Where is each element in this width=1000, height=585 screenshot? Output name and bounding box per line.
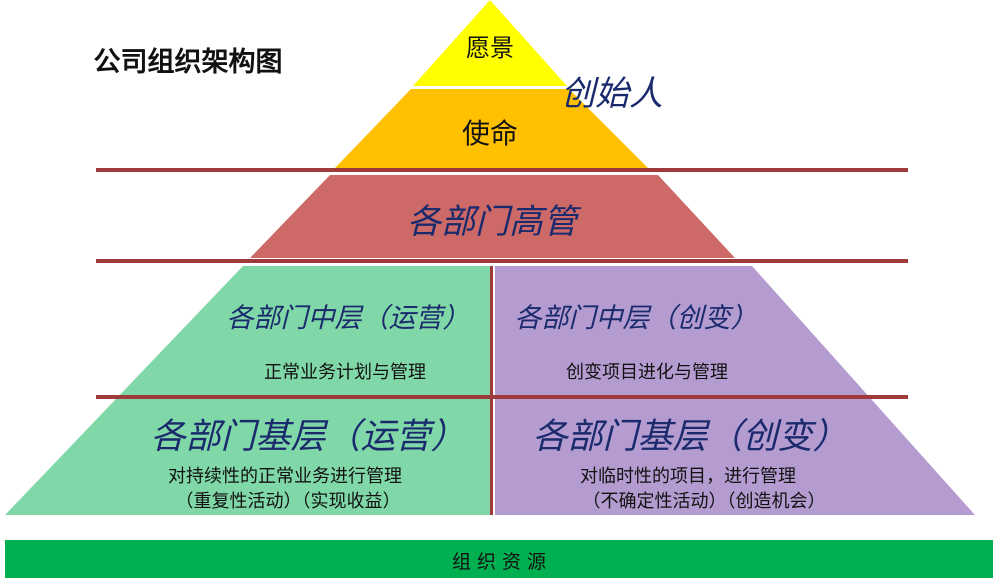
mission-tier [335, 89, 648, 168]
innovation-tier [495, 266, 975, 515]
base-innov-title: 各部门基层（创变） [532, 417, 848, 457]
foundation-bar [5, 540, 993, 578]
middle-ops-desc: 正常业务计划与管理 [264, 362, 426, 383]
middle-innov-desc: 创变项目进化与管理 [566, 362, 728, 383]
base-ops-desc-2: （重复性活动）（实现收益） [175, 491, 401, 512]
ops-tier [5, 266, 490, 515]
base-innov-desc-2: （不确定性活动）（创造机会） [582, 491, 826, 512]
middle-ops-title: 各部门中层（运营） [226, 303, 470, 334]
vision-label: 愿景 [466, 34, 514, 62]
page-title: 公司组织架构图 [93, 47, 283, 78]
base-innov-desc-1: 对临时性的项目，进行管理 [580, 466, 796, 487]
middle-innov-title: 各部门中层（创变） [514, 303, 758, 334]
vertical-divider [490, 266, 493, 515]
divider-line-3 [96, 395, 908, 399]
senior-label: 各部门高管 [407, 202, 577, 242]
vision-tier [413, 0, 567, 86]
founder-label: 创始人 [561, 74, 663, 114]
mission-label: 使命 [461, 117, 519, 150]
senior-tier [250, 175, 735, 258]
base-ops-title: 各部门基层（运营） [150, 417, 466, 457]
divider-line-1 [96, 168, 908, 172]
base-ops-desc-1: 对持续性的正常业务进行管理 [168, 466, 402, 487]
divider-line-2 [96, 259, 908, 263]
foundation-label: 组 织 资 源 [451, 551, 547, 573]
